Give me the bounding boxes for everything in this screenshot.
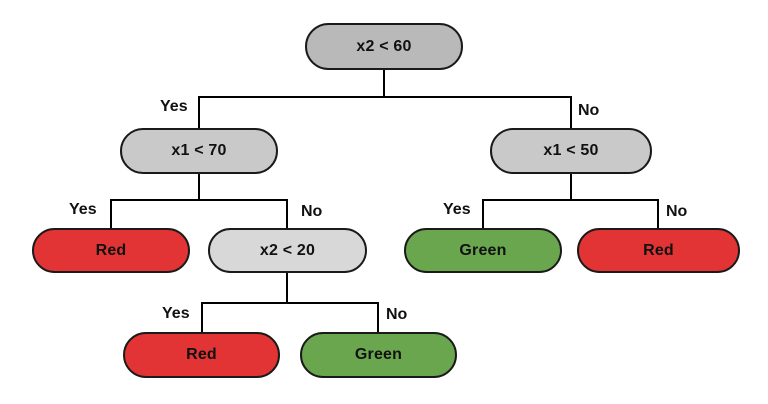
edge-label-no-x2-lt-20-right: No: [386, 306, 408, 323]
leaf-red-3: Red: [123, 332, 280, 378]
edge-label-yes-x1-lt-50-left: Yes: [443, 201, 471, 218]
edge-label-yes-root-left: Yes: [160, 98, 188, 115]
leaf-red-2: Red: [577, 228, 740, 273]
node-x1-lt-50: x1 < 50: [490, 128, 652, 174]
edge-label-no-x1-lt-50-right: No: [666, 203, 688, 220]
leaf-red-1: Red: [32, 228, 190, 273]
edge-label-no-root-right: No: [578, 102, 600, 119]
node-root-x2-lt-60: x2 < 60: [305, 23, 463, 70]
leaf-green-1: Green: [404, 228, 562, 273]
node-x2-lt-20: x2 < 20: [208, 228, 367, 273]
node-x1-lt-70: x1 < 70: [120, 128, 278, 174]
edge-label-yes-x2-lt-20-left: Yes: [162, 305, 190, 322]
edge-label-yes-x1-lt-70-left: Yes: [69, 201, 97, 218]
leaf-green-2: Green: [300, 332, 457, 378]
edge-label-no-x1-lt-70-right: No: [301, 203, 323, 220]
